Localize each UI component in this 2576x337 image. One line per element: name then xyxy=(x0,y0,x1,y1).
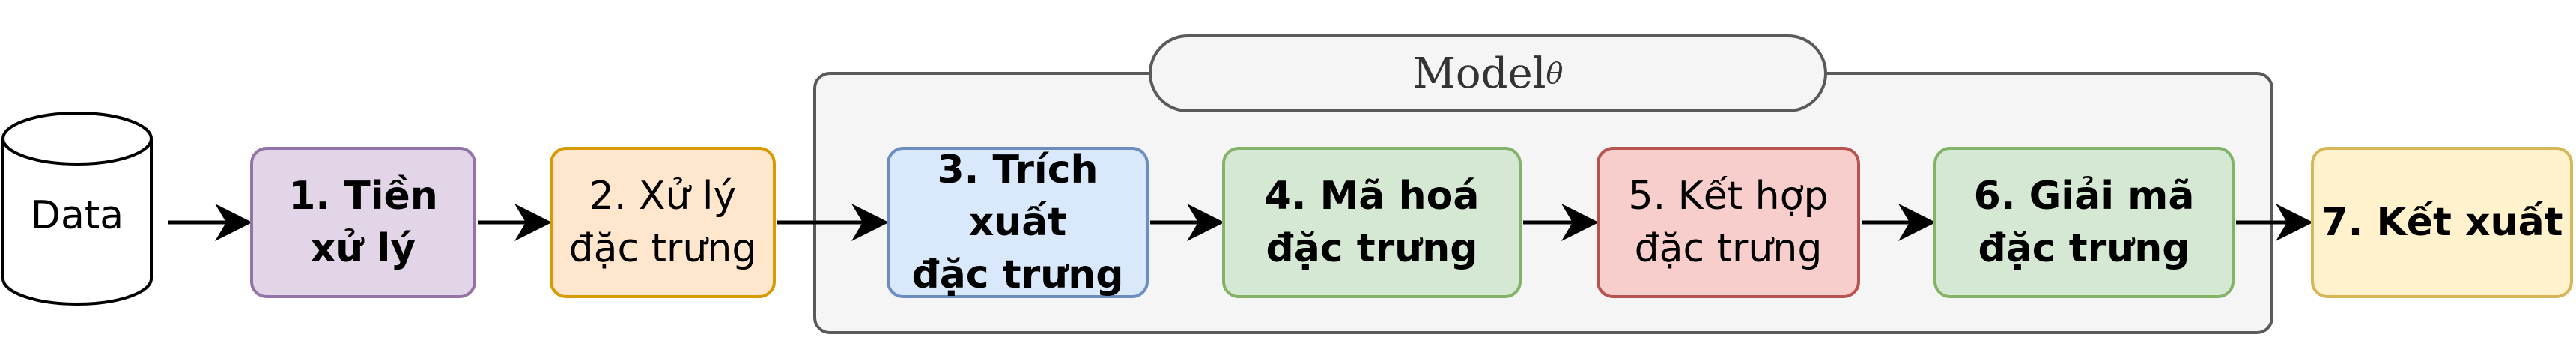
step-4-label: 4. Mã hoá đặc trưng xyxy=(1264,173,1480,271)
step-6-label: 6. Giải mã đặc trưng xyxy=(1973,173,2195,271)
step-4-feature-encoding: 4. Mã hoá đặc trưng xyxy=(1222,147,1522,298)
step-5-label: 5. Kết hợp đặc trưng xyxy=(1628,173,1829,271)
model-subscript: θ xyxy=(1546,57,1564,90)
step-3-label: 3. Trích xuất đặc trưng xyxy=(911,147,1124,298)
step-2-label: 2. Xử lý đặc trưng xyxy=(568,173,757,271)
step-6-feature-decoding: 6. Giải mã đặc trưng xyxy=(1933,147,2235,298)
step-5-feature-fusion: 5. Kết hợp đặc trưng xyxy=(1597,147,1860,298)
step-1-preprocessing: 1. Tiền xử lý xyxy=(250,147,476,298)
data-cylinder-icon xyxy=(1,112,153,306)
step-7-output: 7. Kết xuất xyxy=(2311,147,2573,298)
step-7-label: 7. Kết xuất xyxy=(2321,199,2563,245)
step-3-feature-extraction: 3. Trích xuất đặc trưng xyxy=(887,147,1149,298)
step-1-label: 1. Tiền xử lý xyxy=(288,173,438,271)
step-2-feature-processing: 2. Xử lý đặc trưng xyxy=(550,147,776,298)
data-store-label: Data xyxy=(30,193,124,238)
model-name: Model xyxy=(1412,49,1546,98)
